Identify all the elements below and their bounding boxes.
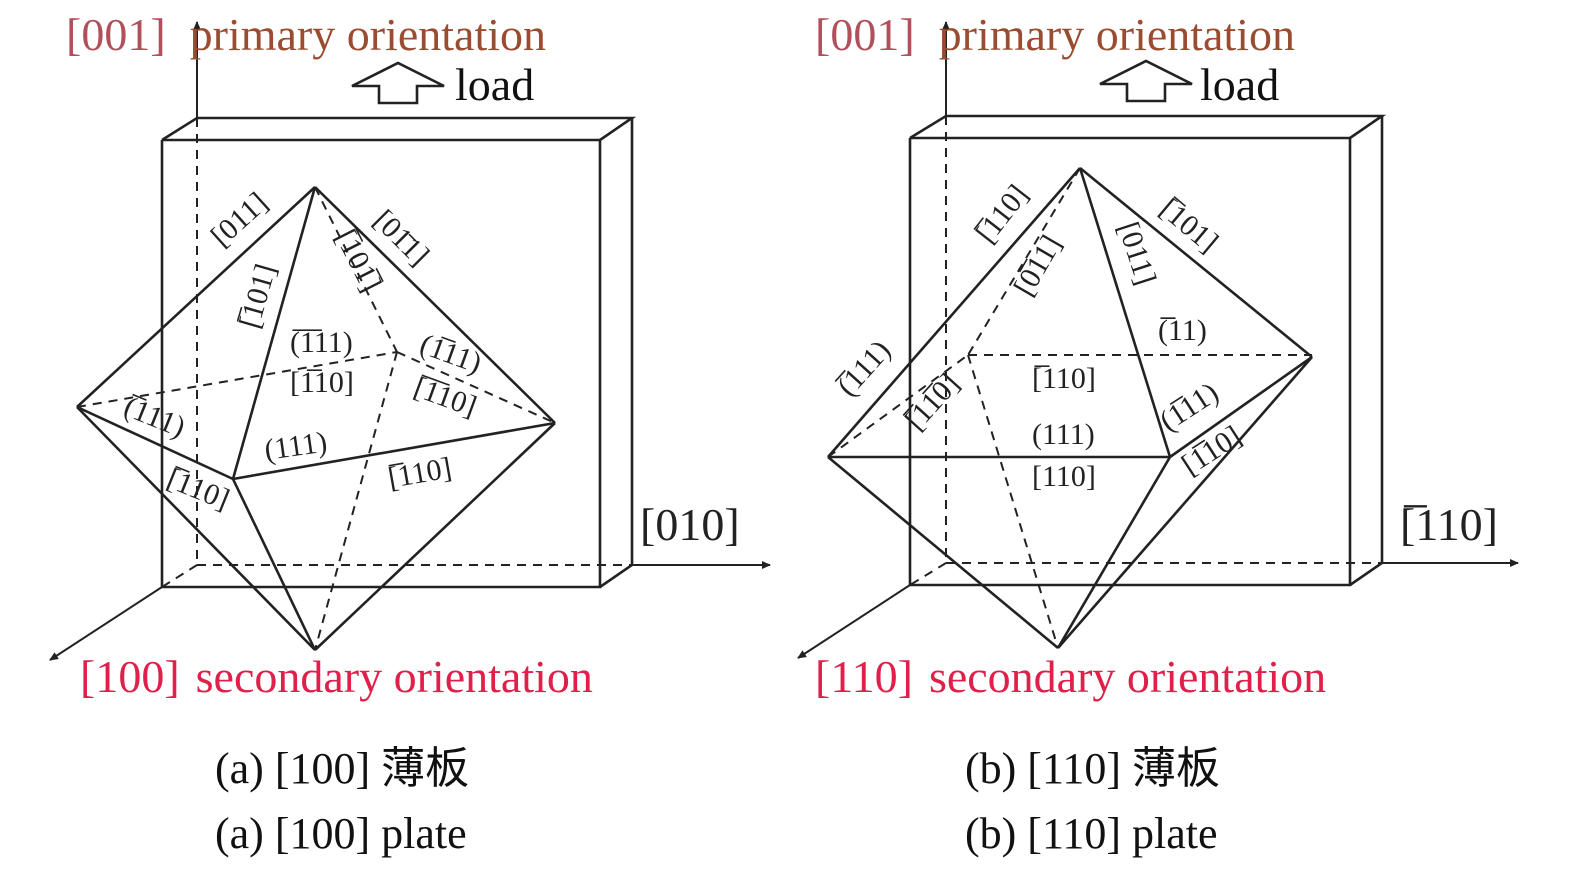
panel-b-primary-index: [001]: [815, 9, 915, 60]
panel-b-secondary-title: [110] secondary orientation: [815, 651, 1326, 702]
panel-b-secondary-axis: [797, 584, 911, 659]
miller-label: [̅110]: [162, 462, 234, 517]
miller-label: [011]: [205, 186, 275, 253]
panel-a-secondary-axis: [49, 586, 163, 661]
panel-a-secondary-title: [100] secondary orientation: [80, 651, 593, 702]
panel-b-plate: [908, 114, 1387, 587]
miller-label: [̅110]: [1032, 362, 1096, 395]
panel-b-secondary-index: [110]: [815, 651, 913, 702]
panel-b: [001] primary orientation load [̅110] [11…: [797, 9, 1519, 858]
panel-b-primary-text: primary orientation: [939, 9, 1295, 60]
panel-a-side-axis-label: [010]: [640, 499, 740, 550]
panel-a-caption-cn: (a) [100] 薄板: [215, 744, 469, 793]
panel-a-secondary-index: [100]: [80, 651, 180, 702]
miller-label: (̅̅11): [1158, 314, 1207, 347]
panel-b-load-label: load: [1200, 59, 1279, 110]
panel-a-load-arrow-icon: [351, 61, 445, 105]
miller-label: [̅101]: [233, 260, 283, 332]
panel-a-octahedron: [76, 186, 556, 651]
miller-label: [̅101]: [1154, 192, 1225, 259]
miller-label: (̅1̅11): [290, 326, 353, 359]
panel-a-primary-title: [001] primary orientation: [66, 9, 546, 60]
miller-label: [110]: [1032, 460, 1096, 493]
miller-label: (̅111): [119, 390, 190, 444]
panel-b-octahedron: [827, 166, 1313, 650]
panel-b-load-arrow-icon: [1099, 59, 1193, 103]
panel-a-secondary-text: secondary orientation: [196, 651, 593, 702]
panel-a-load-label: load: [455, 59, 534, 110]
miller-label: [1̅10]: [290, 366, 354, 399]
panel-b-primary-title: [001] primary orientation: [815, 9, 1295, 60]
panel-a-primary-index: [001]: [66, 9, 166, 60]
panel-b-caption-cn: (b) [110] 薄板: [965, 744, 1220, 793]
panel-a: [001] primary orientation load [010] [100…: [49, 9, 771, 858]
miller-label: (111): [262, 426, 329, 467]
miller-label: [̅110]: [385, 451, 454, 495]
panel-a-primary-text: primary orientation: [190, 9, 546, 60]
miller-label: (111): [1032, 418, 1095, 451]
miller-label: (̅111): [831, 334, 898, 403]
miller-label: [̅1̅10]: [410, 371, 481, 424]
panel-b-axes: [797, 21, 1519, 659]
panel-b-side-axis-label: [̅110]: [1400, 499, 1498, 550]
panel-a-axes: [49, 21, 771, 661]
panel-b-secondary-text: secondary orientation: [929, 651, 1326, 702]
panel-b-caption-en: (b) [110] plate: [965, 809, 1217, 858]
panel-a-caption-en: (a) [100] plate: [215, 809, 467, 858]
miller-label: [̅110]: [970, 179, 1035, 250]
